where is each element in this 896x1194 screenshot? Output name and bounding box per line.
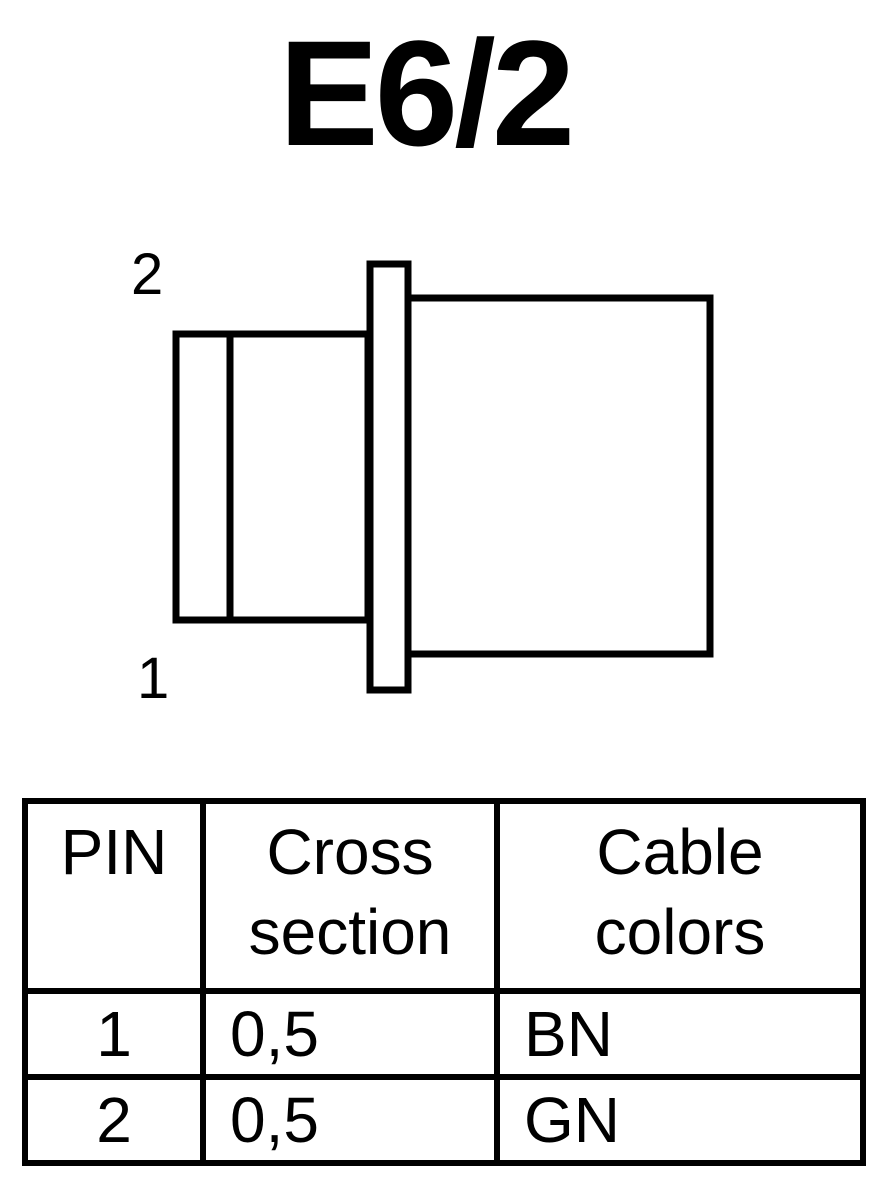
cell-cable-color: BN xyxy=(494,988,866,1080)
table-row: 1 0,5 BN xyxy=(22,988,866,1080)
cell-cross-section: 0,5 xyxy=(200,988,500,1080)
cell-cross-section: 0,5 xyxy=(200,1074,500,1166)
pin-label-bottom: 1 xyxy=(137,646,170,711)
header-pin: PIN xyxy=(22,798,206,994)
header-cable-colors: Cable colors xyxy=(494,798,866,994)
header-cross-section: Cross section xyxy=(200,798,500,994)
pin-assignment-table: PIN Cross section Cable colors 1 0,5 BN … xyxy=(22,798,866,1166)
diagram-title: E6/2 xyxy=(278,9,576,177)
cell-pin: 2 xyxy=(22,1074,206,1166)
pin-label-top: 2 xyxy=(131,242,164,307)
table-header-row: PIN Cross section Cable colors xyxy=(22,798,866,994)
cell-cable-color: GN xyxy=(494,1074,866,1166)
connector-plug-body xyxy=(172,330,372,624)
table-row: 2 0,5 GN xyxy=(22,1074,866,1166)
connector-housing xyxy=(404,294,714,658)
connector-drawing xyxy=(172,260,714,694)
connector-flange xyxy=(366,260,412,694)
cell-pin: 1 xyxy=(22,988,206,1080)
